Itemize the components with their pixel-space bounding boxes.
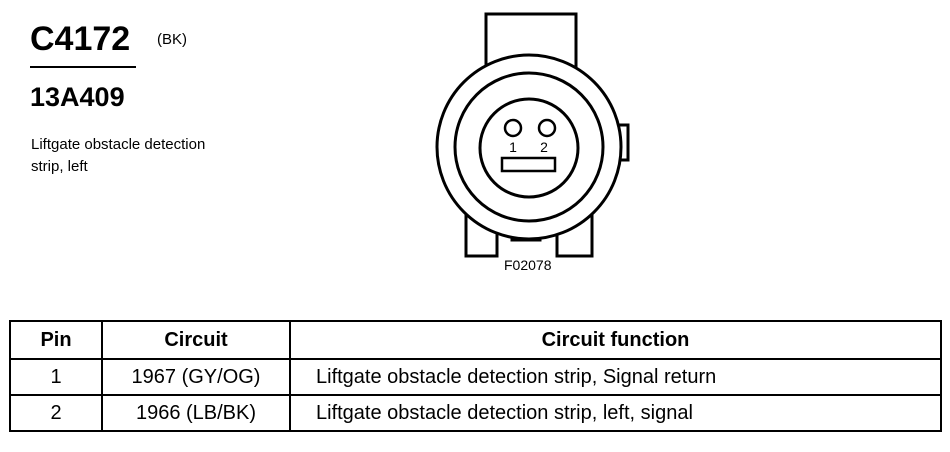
pin-number: 2	[9, 394, 103, 432]
header-circuit: Circuit	[101, 320, 291, 360]
circuit-value: 1967 (GY/OG)	[101, 358, 291, 396]
table-row: 1 1967 (GY/OG) Liftgate obstacle detecti…	[9, 358, 942, 396]
pin-number: 1	[9, 358, 103, 396]
circuit-function-value: Liftgate obstacle detection strip, Signa…	[289, 358, 942, 396]
circuit-function-value: Liftgate obstacle detection strip, left,…	[289, 394, 942, 432]
table-row: 2 1966 (LB/BK) Liftgate obstacle detecti…	[9, 394, 942, 432]
part-number: 13A409	[30, 82, 125, 112]
connector-right-leg	[555, 205, 594, 258]
table-header-row: Pin Circuit Circuit function	[9, 320, 942, 360]
color-code: (BK)	[157, 31, 187, 48]
pin-1-label: 1	[509, 139, 517, 155]
connector-face-diagram: 1 2	[435, 12, 630, 258]
header-pin: Pin	[9, 320, 103, 360]
polarization-slot	[500, 156, 557, 173]
connector-id-underline	[30, 66, 136, 68]
pin-cavity	[478, 97, 580, 199]
pin-2-terminal	[537, 118, 557, 138]
connector-left-leg	[464, 205, 499, 258]
pin-2-label: 2	[540, 139, 548, 155]
connector-latch-tab	[484, 12, 578, 75]
pin-1-terminal	[503, 118, 523, 138]
pin-table: Pin Circuit Circuit function 1 1967 (GY/…	[9, 320, 942, 432]
connector-description: Liftgate obstacle detection strip, left	[31, 136, 206, 175]
connector-id: C4172	[30, 20, 131, 58]
circuit-value: 1966 (LB/BK)	[101, 394, 291, 432]
figure-code: F02078	[504, 257, 552, 273]
header-circuit-function: Circuit function	[289, 320, 942, 360]
